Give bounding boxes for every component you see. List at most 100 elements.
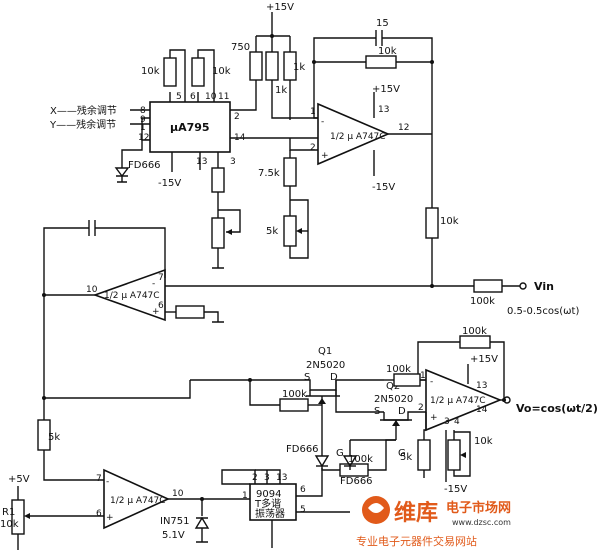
pin-label: 5 xyxy=(176,92,182,102)
resistor-label: 100k xyxy=(282,389,307,400)
supply-label: +5V xyxy=(8,474,30,485)
x-input-label: X——残余调节 xyxy=(50,104,117,117)
top-bias-network: +15V 750 1k 1k xyxy=(230,2,318,139)
q1-drain-label: D xyxy=(330,372,338,383)
chip-9094-line: 振荡器 xyxy=(255,507,285,520)
y-input-label: Y——残余调节 xyxy=(49,118,116,131)
resistor-label: 100k xyxy=(348,454,373,465)
vo-label: Vo=cos(ωt/2) xyxy=(516,402,598,415)
pin-label: 10 xyxy=(86,285,98,295)
amp-pin-sign: - xyxy=(106,477,109,487)
amp-pin-sign: - xyxy=(152,279,155,289)
q2-drain-label: D xyxy=(398,406,406,417)
pin-label: 10 xyxy=(172,489,184,499)
pin-label: 14 xyxy=(476,405,488,415)
amp-pin-sign: + xyxy=(152,307,160,317)
jfet-q2: Q2 2N5020 S D G G xyxy=(336,381,426,459)
amp1-feedback: 15 10k xyxy=(312,18,434,134)
r1-label: R1 xyxy=(2,507,15,518)
supply-label: +15V xyxy=(266,2,294,13)
resistor-label: 10k xyxy=(474,436,493,447)
resistor-label: 5k xyxy=(266,226,278,237)
amp4-feedback: 100k 100k xyxy=(384,326,506,402)
resistor-label: 10k xyxy=(440,216,459,227)
q1-source-network: 100k xyxy=(248,378,384,413)
op-amp-4: 1/2 μ A747C - + 1 2 13 14 3 4 +15V -15V … xyxy=(418,354,598,495)
resistor-label: 10k xyxy=(212,66,231,77)
amp-pin-sign: + xyxy=(321,151,329,161)
multiplier-inputs: X——残余调节 Y——残余调节 FD666 -15V xyxy=(49,104,201,189)
q2-type: 2N5020 xyxy=(374,394,413,405)
q1-source-label: S xyxy=(304,372,310,383)
pin-label: 7 xyxy=(96,474,102,484)
pin-label: 2 xyxy=(234,112,240,122)
pin-label: 6 xyxy=(300,485,306,495)
resistor-label: 100k xyxy=(386,364,411,375)
r1-potentiometer: +5V R1 10k xyxy=(0,474,30,550)
pin-label: 2 xyxy=(418,403,424,413)
jfet-q1: Q1 2N5020 S D xyxy=(190,346,384,404)
supply-label: -15V xyxy=(372,182,395,193)
q1-gate-label: G xyxy=(336,448,344,459)
pin-label: 10 xyxy=(205,92,217,102)
amp-label: 1/2 μ A747C xyxy=(110,496,166,506)
chip-u1-name: μA795 xyxy=(170,121,210,134)
zener-diode: IN751 5.1V xyxy=(160,497,210,543)
u1-pin3-trimmer xyxy=(211,152,241,269)
capacitor-label: 15 xyxy=(376,18,389,29)
pin-label: 6 xyxy=(190,92,196,102)
q2-gate-network: 100k FD666 xyxy=(321,439,396,487)
amp-pin-sign: - xyxy=(321,117,324,127)
amp-pin-sign: + xyxy=(106,513,114,523)
resistor-label: 10k xyxy=(141,66,160,77)
watermark-brand: 维库 xyxy=(394,500,438,526)
pin-label: 1 xyxy=(140,123,146,133)
supply-label: -15V xyxy=(444,484,467,495)
pin-label: 3 xyxy=(444,417,450,427)
watermark-url: www.dzsc.com xyxy=(452,518,511,527)
q1-type: 2N5020 xyxy=(306,360,345,371)
amp-label: 1/2 μ A747C xyxy=(430,396,486,406)
pin-label: 2 xyxy=(310,143,316,153)
pin-label: 1 xyxy=(420,371,426,381)
zener-voltage: 5.1V xyxy=(162,530,185,541)
resistor-label: 5k xyxy=(48,432,60,443)
resistor-label: 1k xyxy=(275,85,287,96)
op-amp-2: 1/2 μ A747C 10 7 6 - + xyxy=(42,220,224,398)
resistor-label: 750 xyxy=(231,42,250,53)
pin-label: 13 xyxy=(476,381,487,391)
resistor-label: 7.5k xyxy=(258,168,280,179)
chip-9094-name: 9094 xyxy=(256,489,281,500)
pin-label: 13 xyxy=(378,105,389,115)
diode-label: FD666 xyxy=(128,160,161,171)
watermark-slogan: 专业电子元器件交易网站 xyxy=(356,534,477,548)
pin-label: 1 xyxy=(310,107,316,117)
resistor-label: 1k xyxy=(293,62,305,73)
pin-label: 8 xyxy=(140,106,146,116)
amp1-offset-network: 7.5k 5k xyxy=(258,150,309,259)
multivibrator-9094: 9094 T多谐 振荡器 2 3 13 1 6 5 xyxy=(221,468,350,548)
pin-label: 5 xyxy=(300,505,306,515)
op-amp-1: - + 1/2 μ A747C 1 2 12 13 +15V -15V xyxy=(289,84,432,193)
amp4-offset-network: 5k 10k xyxy=(400,412,493,478)
multiplier-chip-ua795: μA795 5 6 10 11 8 9 1 12 13 3 14 2 xyxy=(138,92,246,167)
q2-gate-label: G xyxy=(398,448,406,459)
r1-value: 10k xyxy=(0,519,19,530)
supply-label: +15V xyxy=(470,354,498,365)
diode-fd666-left xyxy=(114,167,130,178)
resistor-label: 10k xyxy=(378,46,397,57)
pin-label: 3 xyxy=(230,157,236,167)
amp-pin-sign: - xyxy=(430,377,433,387)
supply-label: -15V xyxy=(158,178,181,189)
pin-label: 7 xyxy=(158,273,164,283)
watermark: 维库 电子市场网 www.dzsc.com 专业电子元器件交易网站 xyxy=(356,496,511,548)
pin-label: 12 xyxy=(138,133,149,143)
q2-source-label: S xyxy=(374,406,380,417)
resistor-label: 5k xyxy=(400,452,412,463)
diode-label: FD666 xyxy=(286,444,319,455)
pin-label: 1 xyxy=(242,491,248,501)
pin-label: 6 xyxy=(96,509,102,519)
pin-label: 13 xyxy=(196,157,207,167)
q1-name: Q1 xyxy=(318,346,332,357)
